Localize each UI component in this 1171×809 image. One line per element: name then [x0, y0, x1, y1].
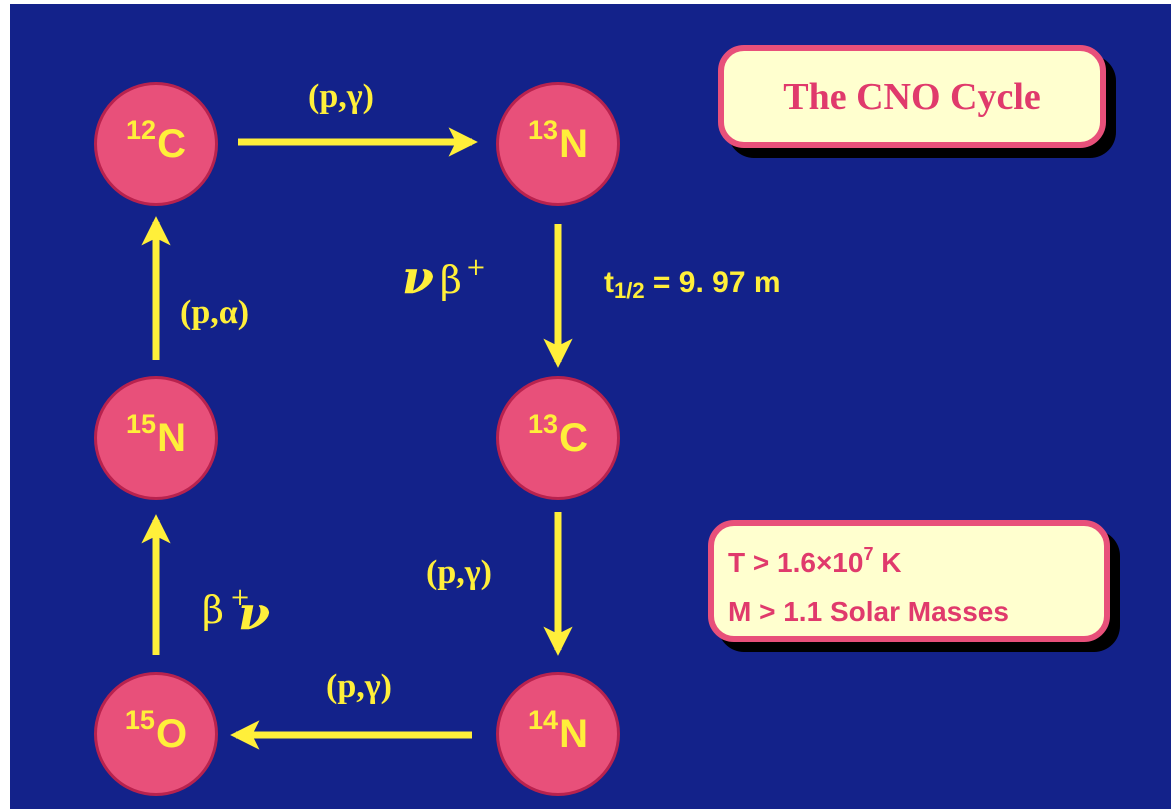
- neutrino-symbol: ν: [402, 250, 434, 304]
- half-life-value: = 9. 97 m: [644, 266, 781, 299]
- nucleus-n15-symbol: N: [157, 415, 186, 460]
- temperature-unit: K: [873, 547, 902, 578]
- nucleus-n13-symbol: N: [559, 121, 588, 166]
- nucleus-o15-mass: 15: [124, 704, 155, 735]
- nucleus-n14-mass: 14: [528, 704, 559, 735]
- nucleus-n13-mass: 13: [528, 114, 559, 145]
- beta-symbol: β: [202, 588, 224, 632]
- reaction-label-c13-n14: (p,γ): [426, 554, 492, 591]
- half-life-t: t: [604, 266, 614, 299]
- temperature-prefix: T > 1.6: [728, 547, 816, 578]
- half-life-subscript: 1/2: [614, 278, 645, 303]
- title-box: The CNO Cycle: [718, 45, 1106, 148]
- mass-condition: M > 1.1 Solar Masses: [728, 596, 1009, 627]
- half-life-label: t1/2 = 9. 97 m: [604, 266, 781, 303]
- nucleus-n15-mass: 15: [126, 408, 157, 439]
- nucleus-c12-mass: 12: [126, 114, 157, 145]
- times-sign: ×: [815, 547, 833, 578]
- temperature-exponent: 7: [863, 544, 874, 564]
- nucleus-c13-mass: 13: [528, 408, 559, 439]
- decay-label-o15-n15: β+ν: [202, 580, 270, 640]
- nucleus-c12-symbol: C: [157, 121, 186, 166]
- nucleus-o15-symbol: O: [155, 711, 188, 756]
- temperature-base: 10: [832, 547, 864, 578]
- beta-plus-sign: +: [229, 583, 251, 611]
- nucleus-n14-symbol: N: [559, 711, 588, 756]
- reaction-label-c12-n13: (p,γ): [308, 78, 374, 115]
- reaction-label-n15-c12: (p,α): [180, 294, 250, 331]
- temperature-condition: T > 1.6×107 K: [728, 540, 1104, 589]
- nucleus-c13-symbol: C: [559, 415, 588, 460]
- neutrino-symbol: ν: [238, 586, 270, 640]
- beta-plus-sign: +: [465, 253, 486, 281]
- page-title: The CNO Cycle: [783, 75, 1041, 118]
- conditions-box: T > 1.6×107 K M > 1.1 Solar Masses: [708, 520, 1110, 642]
- reaction-label-n14-o15: (p,γ): [326, 668, 392, 705]
- beta-symbol: β: [439, 258, 462, 302]
